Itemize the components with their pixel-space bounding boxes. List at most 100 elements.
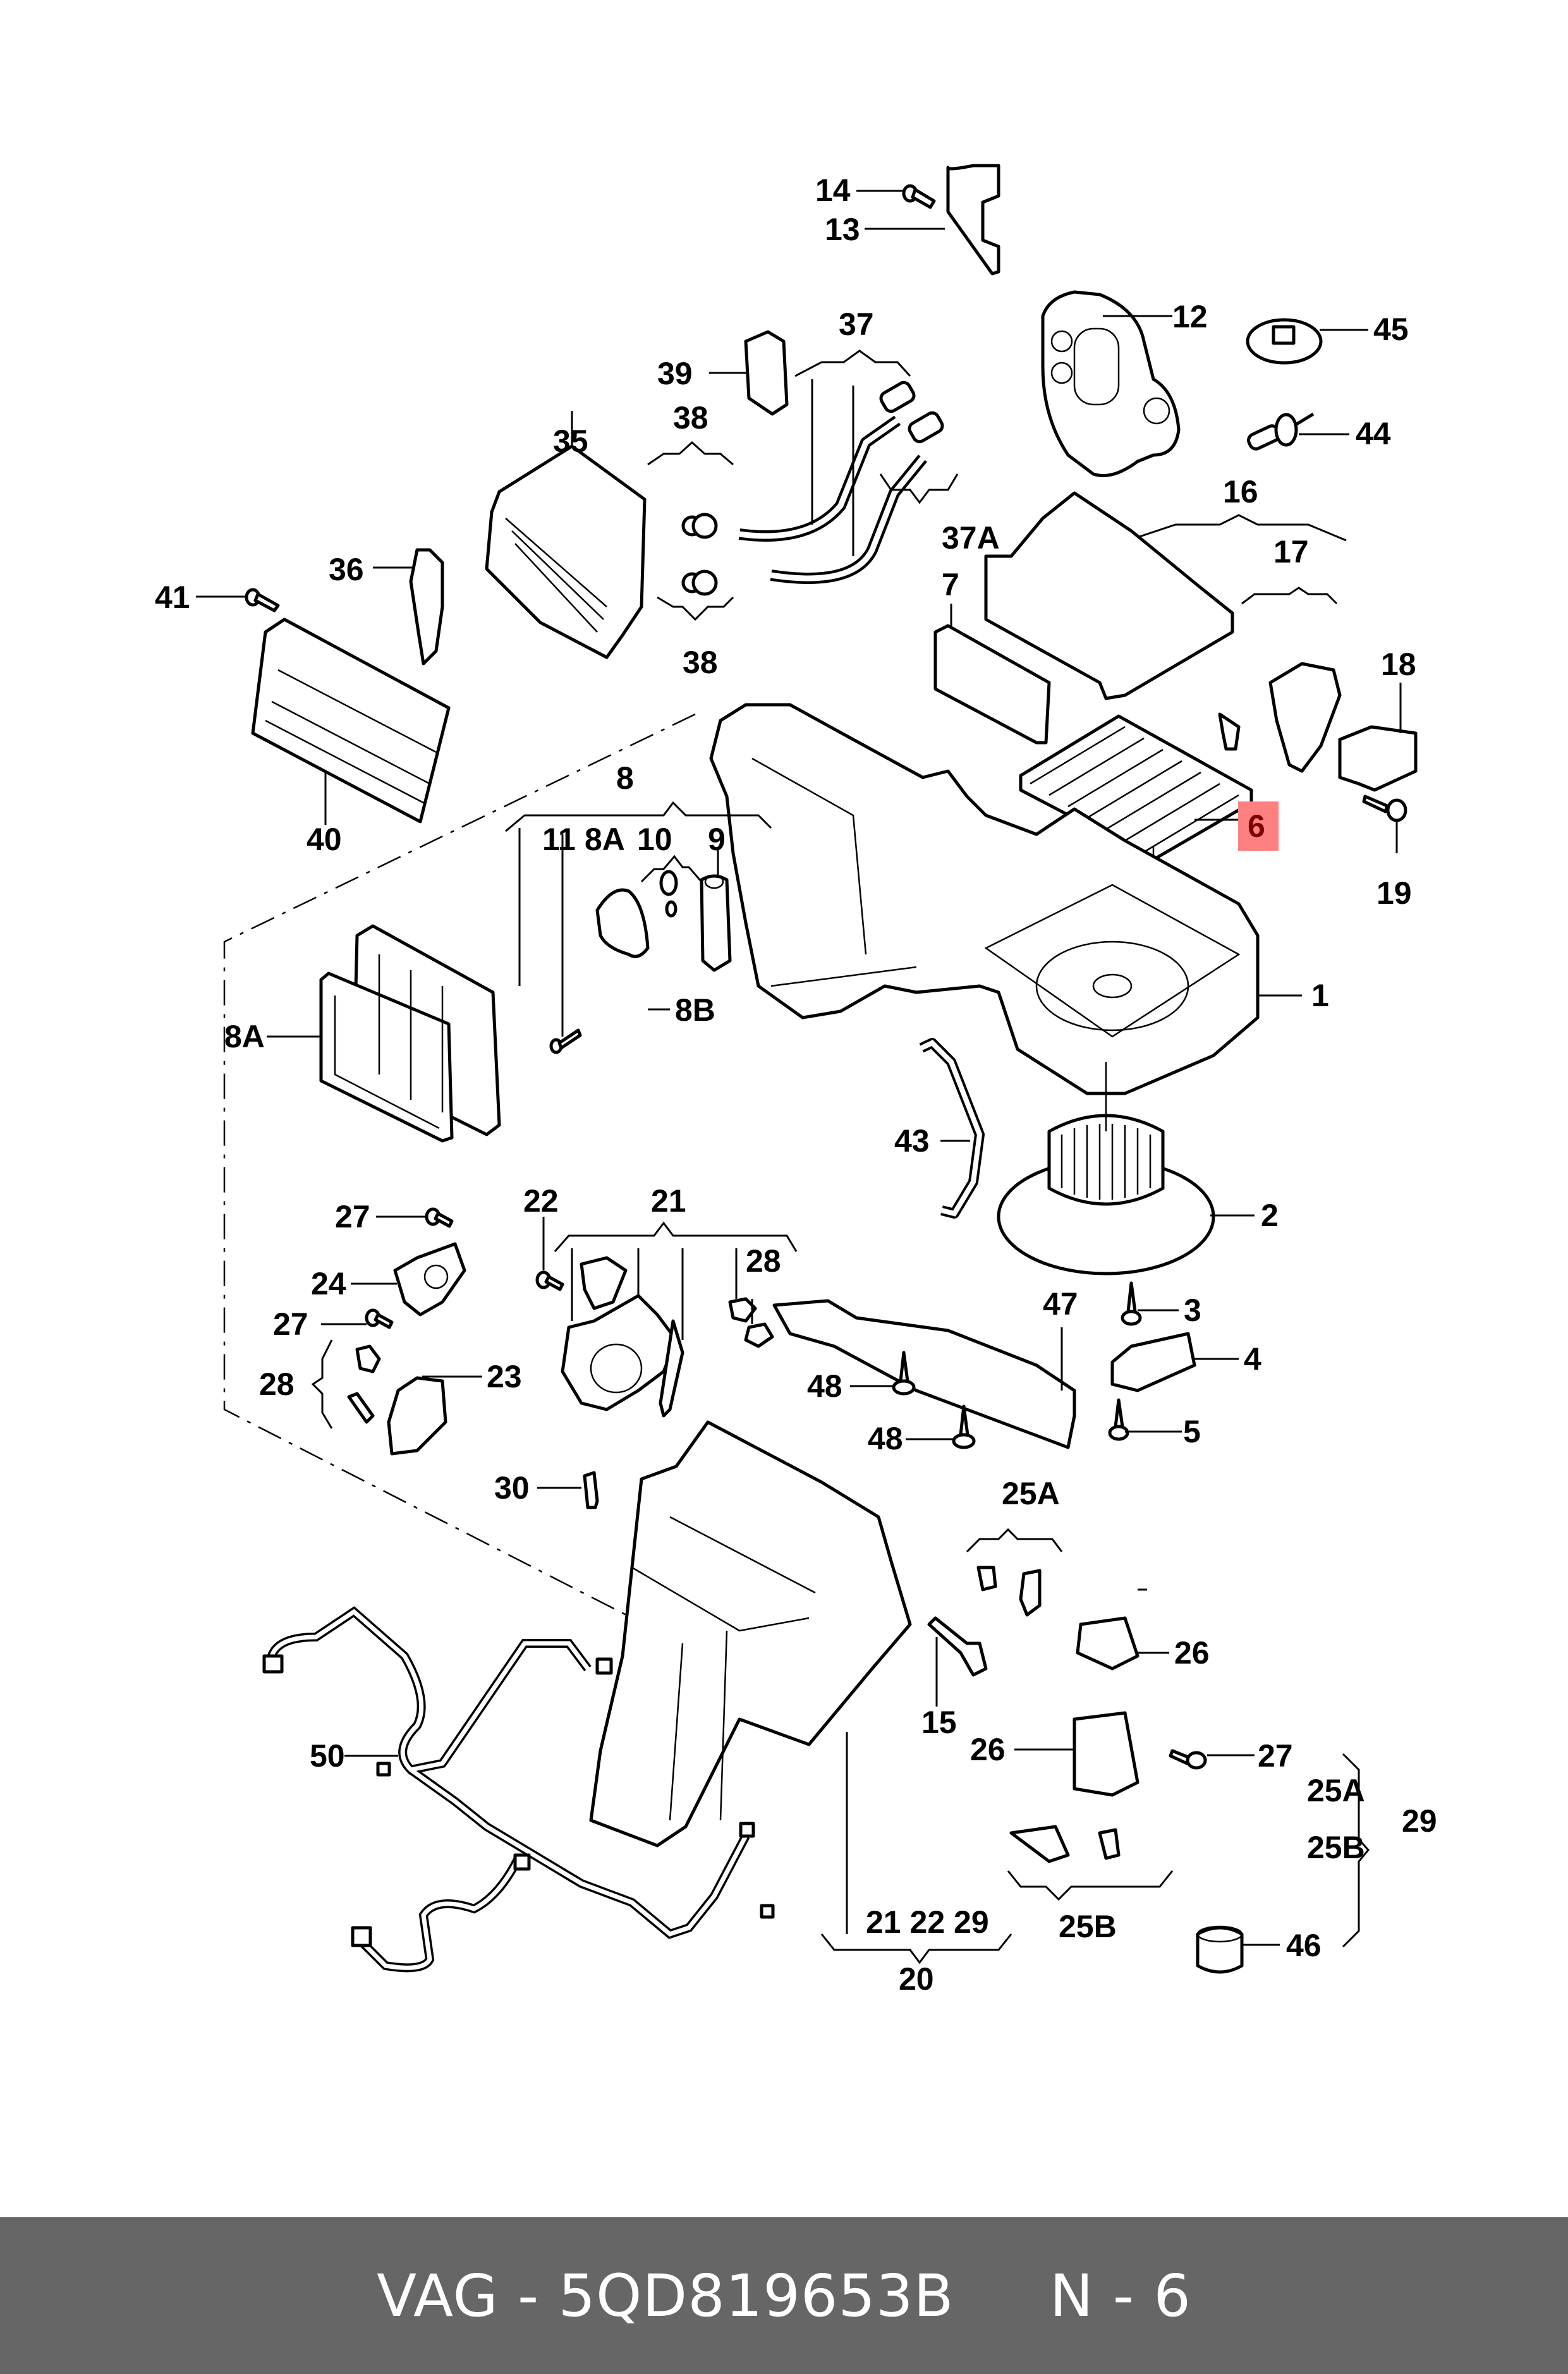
callout-28-b[interactable]: 28 [259, 1367, 295, 1402]
part-47-shield [772, 1299, 1076, 1449]
part-48-screw-a [892, 1351, 916, 1396]
callout-48-b[interactable]: 48 [868, 1421, 903, 1456]
part-27-screw-c [1169, 1749, 1207, 1770]
callout-39[interactable]: 39 [657, 356, 693, 391]
callout-37[interactable]: 37 [839, 307, 874, 342]
callout-4[interactable]: 4 [1244, 1341, 1261, 1377]
part-39-block [744, 330, 789, 416]
callout-48-a[interactable]: 48 [807, 1368, 842, 1404]
callout-30[interactable]: 30 [494, 1470, 530, 1506]
part-38-clips [681, 513, 718, 596]
callout-46[interactable]: 46 [1286, 1928, 1322, 1963]
part-26-actuator-b [1073, 1711, 1140, 1797]
callout-25a[interactable]: 25A [1002, 1476, 1060, 1511]
callout-27-a[interactable]: 27 [335, 1199, 370, 1234]
callout-40[interactable]: 40 [307, 822, 342, 857]
callout-26-b[interactable]: 26 [970, 1732, 1006, 1767]
callout-18[interactable]: 18 [1381, 647, 1416, 682]
callout-19[interactable]: 19 [1377, 875, 1412, 911]
part-5-screw [1108, 1398, 1129, 1441]
part-7-mesh [933, 624, 1051, 745]
callout-27-b[interactable]: 27 [273, 1306, 308, 1342]
callout-47[interactable]: 47 [1043, 1286, 1078, 1322]
callout-24[interactable]: 24 [311, 1266, 346, 1301]
callout-1[interactable]: 1 [1311, 978, 1329, 1013]
callout-8a-top[interactable]: 8A [585, 822, 625, 857]
callout-23[interactable]: 23 [487, 1359, 522, 1394]
part-24-actuator [393, 1242, 466, 1317]
callout-11[interactable]: 11 [542, 822, 576, 857]
callout-3[interactable]: 3 [1184, 1293, 1201, 1328]
part-8a-evaporator [319, 924, 501, 1143]
part-8b-seal [595, 888, 650, 958]
part-17-flap-actuator [1218, 662, 1342, 773]
callout-26-a[interactable]: 26 [1174, 1635, 1210, 1671]
footer-position-label: N - 6 [1049, 2261, 1191, 2330]
callout-37a[interactable]: 37A [942, 520, 1000, 556]
part-12-gasket [1041, 290, 1181, 477]
callout-16[interactable]: 16 [1223, 474, 1258, 509]
callout-6-highlighted[interactable]: 6 [1248, 808, 1265, 844]
callout-35[interactable]: 35 [553, 423, 588, 459]
callout-44[interactable]: 44 [1356, 416, 1391, 451]
callout-15[interactable]: 15 [921, 1705, 957, 1740]
part-4-resistor [1110, 1332, 1196, 1392]
part-43-drain-hose [919, 1038, 985, 1219]
callout-50[interactable]: 50 [310, 1738, 345, 1774]
callout-43[interactable]: 43 [894, 1123, 930, 1159]
callout-29[interactable]: 29 [1402, 1803, 1437, 1839]
callout-8[interactable]: 8 [616, 760, 634, 796]
callout-9[interactable]: 9 [708, 822, 726, 857]
footer-part-number: 5QD819653B [558, 2261, 954, 2330]
callout-14[interactable]: 14 [815, 173, 851, 208]
callout-13[interactable]: 13 [825, 212, 860, 247]
part-44-pin [1247, 412, 1315, 451]
callout-28-a[interactable]: 28 [746, 1243, 781, 1279]
callout-8b[interactable]: 8B [675, 992, 715, 1028]
part-6-pollen-filter [1019, 714, 1253, 861]
callout-38-top[interactable]: 38 [673, 400, 708, 435]
part-46-cap [1196, 1925, 1244, 1974]
callout-21[interactable]: 21 [651, 1183, 686, 1219]
part-36-bracket [409, 548, 444, 666]
part-9-expansion-valve [700, 874, 732, 972]
footer-separator: - [498, 2261, 559, 2330]
callout-10[interactable]: 10 [637, 822, 672, 857]
highlight-box-6 [1238, 801, 1279, 851]
callout-17[interactable]: 17 [1273, 534, 1309, 569]
callout-45[interactable]: 45 [1373, 312, 1409, 347]
callout-5[interactable]: 5 [1183, 1414, 1201, 1449]
callout-7[interactable]: 7 [942, 567, 959, 602]
parts-diagram: 14 13 12 45 44 39 37 37A 38 38 35 36 41 … [155, 164, 1437, 1997]
callout-12[interactable]: 12 [1172, 299, 1208, 334]
part-2-blower-motor [997, 1062, 1215, 1275]
part-22-screw [535, 1270, 564, 1291]
part-25a-connectors [976, 1566, 1042, 1617]
part-48-screw-b [952, 1404, 976, 1449]
callout-25b[interactable]: 25B [1059, 1909, 1117, 1944]
part-10-o-rings [659, 870, 678, 918]
part-30-sensor [583, 1471, 599, 1509]
callout-8a[interactable]: 8A [224, 1019, 265, 1054]
part-35-heater-core [485, 444, 647, 659]
callout-41[interactable]: 41 [155, 580, 190, 615]
part-45-nut-washer [1246, 318, 1323, 365]
callout-36[interactable]: 36 [329, 552, 364, 587]
part-40-plate [251, 618, 451, 824]
callout-25b-group[interactable]: 25B [1307, 1830, 1365, 1865]
callout-25a-group[interactable]: 25A [1307, 1773, 1365, 1808]
callout-2[interactable]: 2 [1261, 1198, 1279, 1233]
part-28-clip-a [728, 1297, 774, 1348]
part-18-cover [1338, 725, 1418, 792]
callout-27-c[interactable]: 27 [1258, 1738, 1293, 1774]
diagram-canvas: 14 13 12 45 44 39 37 37A 38 38 35 36 41 … [155, 164, 1437, 1997]
part-23-actuator [387, 1376, 447, 1456]
callout-22[interactable]: 22 [523, 1183, 559, 1219]
part-16-flap-housing [984, 491, 1234, 700]
callout-21-22-29[interactable]: 21 22 29 [866, 1904, 989, 1940]
part-19-screw [1362, 794, 1407, 822]
part-20-lower-housing [589, 1420, 912, 1847]
part-13-bracket [946, 164, 1000, 276]
callout-38-bottom[interactable]: 38 [683, 645, 718, 680]
callout-20[interactable]: 20 [899, 1961, 934, 1997]
